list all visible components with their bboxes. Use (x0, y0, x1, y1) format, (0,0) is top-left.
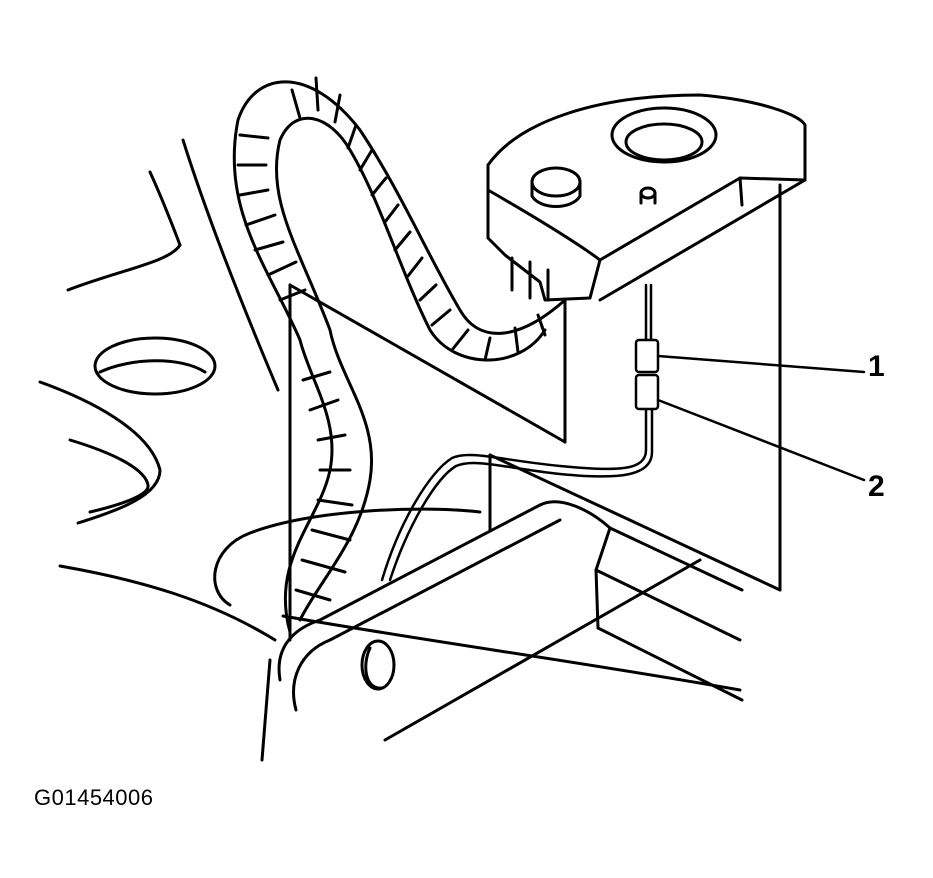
leader-line-2 (656, 398, 866, 482)
callout-label-1: 1 (868, 350, 885, 383)
leader-line-1 (656, 354, 866, 374)
lower-opening (213, 507, 482, 607)
background-panel-lines (38, 138, 742, 762)
sensor-wire (380, 283, 660, 582)
floor-hole (93, 336, 217, 396)
mounting-bracket (288, 183, 782, 642)
callout-leaders (656, 354, 866, 482)
harness-conduit (232, 76, 567, 634)
callout-label-2: 2 (868, 470, 885, 503)
figure-code: G01454006 (34, 785, 154, 810)
sensor-housing (486, 93, 807, 302)
front-frame (277, 500, 744, 712)
